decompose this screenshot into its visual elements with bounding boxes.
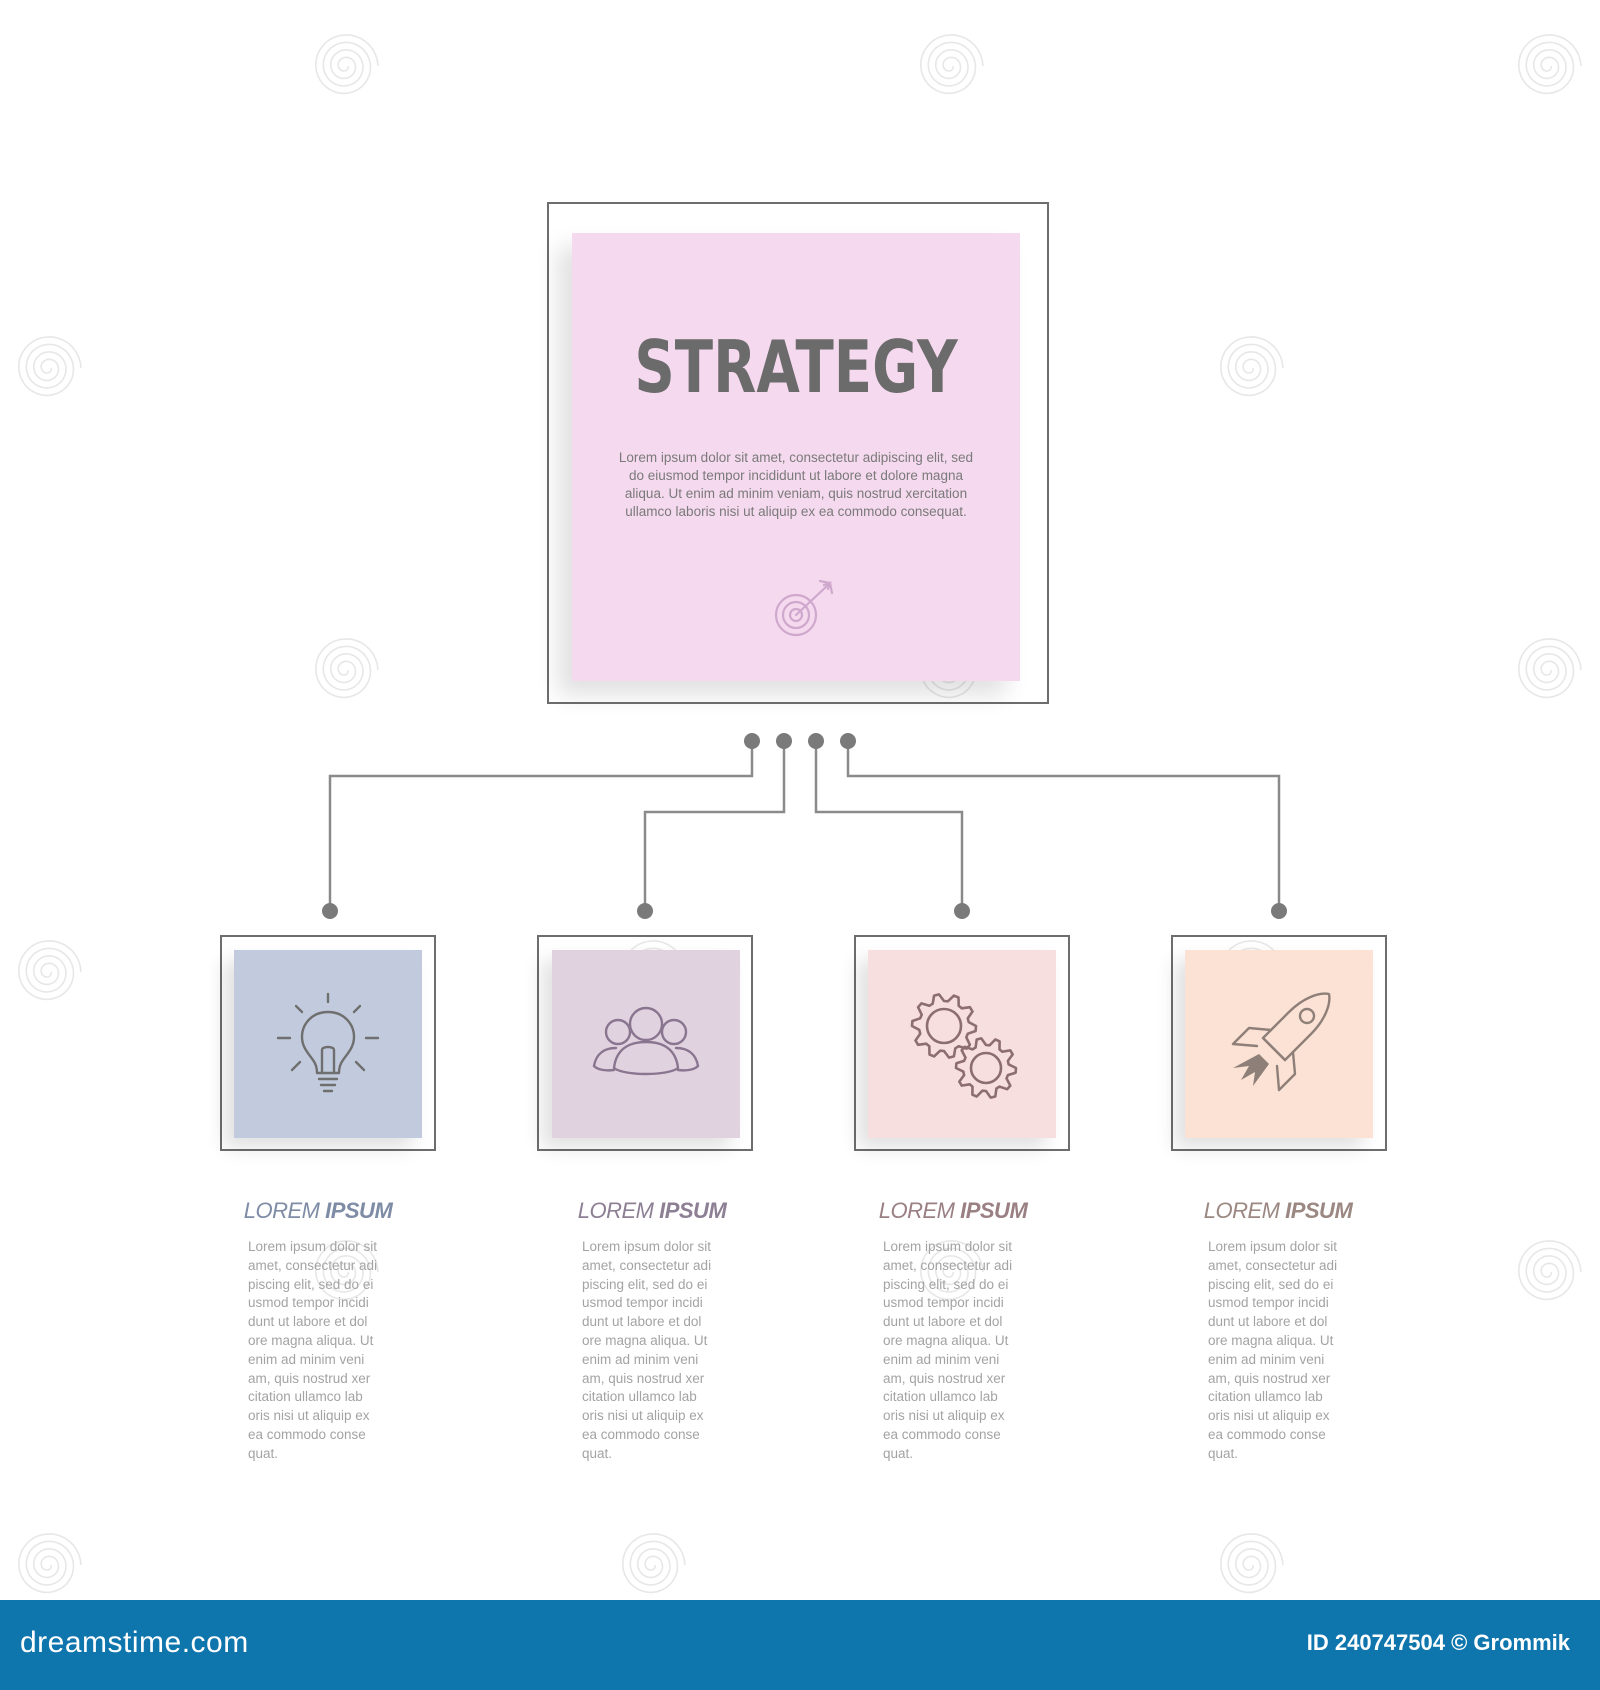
gear-outline xyxy=(954,1037,1018,1099)
gears-icon xyxy=(910,993,1018,1099)
gears-title: LOREM IPSUM xyxy=(878,1198,1028,1223)
rocket-description: Lorem ipsum dolor sit amet, consectetur … xyxy=(1208,1239,1338,1461)
footer-bar: dreamstime.com ID 240747504 © Grommik xyxy=(0,1600,1600,1690)
idea-card xyxy=(234,950,422,1138)
idea-description: Lorem ipsum dolor sit amet, consectetur … xyxy=(248,1239,378,1461)
connector-dot xyxy=(954,903,970,919)
connector-dot xyxy=(776,733,792,749)
team-icon xyxy=(592,1006,700,1076)
main-description: Lorem ipsum dolor sit amet, consectetur … xyxy=(618,450,974,519)
target-icon xyxy=(774,579,834,637)
rocket-card xyxy=(1185,950,1373,1138)
connector-dot xyxy=(808,733,824,749)
main-card: STRATEGY Lorem ipsum dolor sit amet, con… xyxy=(572,233,1020,681)
gears-description: Lorem ipsum dolor sit amet, consectetur … xyxy=(883,1239,1013,1461)
footer-brand[interactable]: dreamstime.com xyxy=(20,1626,249,1659)
main-title: STRATEGY xyxy=(634,325,958,409)
idea-title: LOREM IPSUM xyxy=(243,1198,393,1223)
connector-dot xyxy=(322,903,338,919)
team-title: LOREM IPSUM xyxy=(577,1198,727,1223)
footer-image-id: ID 240747504 © Grommik xyxy=(1306,1630,1570,1655)
team-card xyxy=(552,950,740,1138)
idea-card-frame xyxy=(220,935,436,1151)
gear-hole xyxy=(969,1051,1003,1085)
connector-dot xyxy=(637,903,653,919)
connector-dot xyxy=(744,733,760,749)
gear-outline xyxy=(910,993,978,1059)
team-card-frame xyxy=(537,935,753,1151)
connector-dot xyxy=(840,733,856,749)
rocket-icon xyxy=(1231,992,1331,1092)
team-description: Lorem ipsum dolor sit amet, consectetur … xyxy=(582,1239,712,1461)
gear-hole xyxy=(925,1007,963,1045)
gears-card-frame xyxy=(854,935,1070,1151)
main-card-frame xyxy=(547,202,1049,704)
connector-dot xyxy=(1271,903,1287,919)
lightbulb-icon xyxy=(276,992,380,1093)
gears-card xyxy=(868,950,1056,1138)
rocket-title: LOREM IPSUM xyxy=(1203,1198,1353,1223)
rocket-card-frame xyxy=(1171,935,1387,1151)
